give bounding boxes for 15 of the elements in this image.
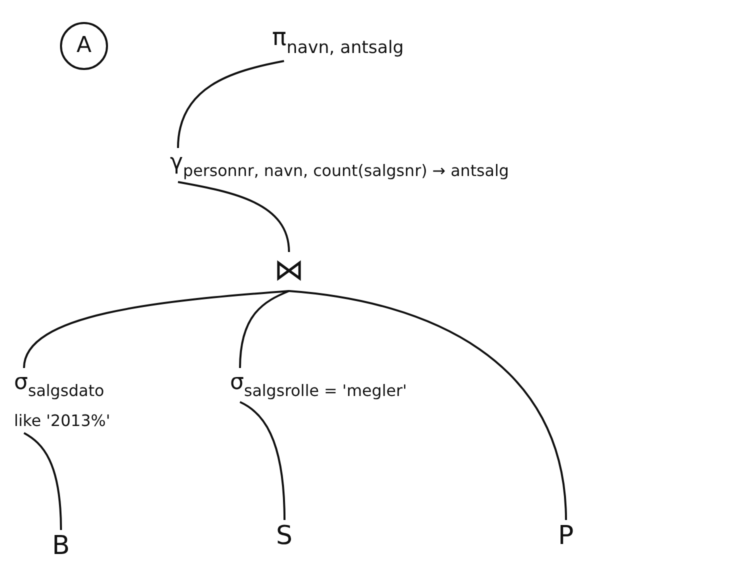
tree-edge-line <box>288 290 567 520</box>
operator-text: π$_{navn, antsalg}$ <box>270 22 406 61</box>
operator-text: S <box>274 520 295 554</box>
tree-edge-line <box>23 290 290 368</box>
operator-text: ⋈ <box>272 252 306 290</box>
operator-text: σ$_{salgsrolle = 'megler'}$ <box>228 368 409 402</box>
tree-edge-line <box>239 290 290 368</box>
operator-text: γ$_{personnr, navn, count(salgsnr) → antsalg}$ <box>168 148 511 182</box>
tree-edge-line <box>24 432 62 530</box>
operator-text: P <box>556 520 576 554</box>
tree-edge-line <box>178 181 290 252</box>
circled-letter: A <box>60 22 108 70</box>
tree-edge-line <box>177 60 284 148</box>
tree-edge-line <box>240 401 286 520</box>
operator-text: B <box>50 530 72 564</box>
